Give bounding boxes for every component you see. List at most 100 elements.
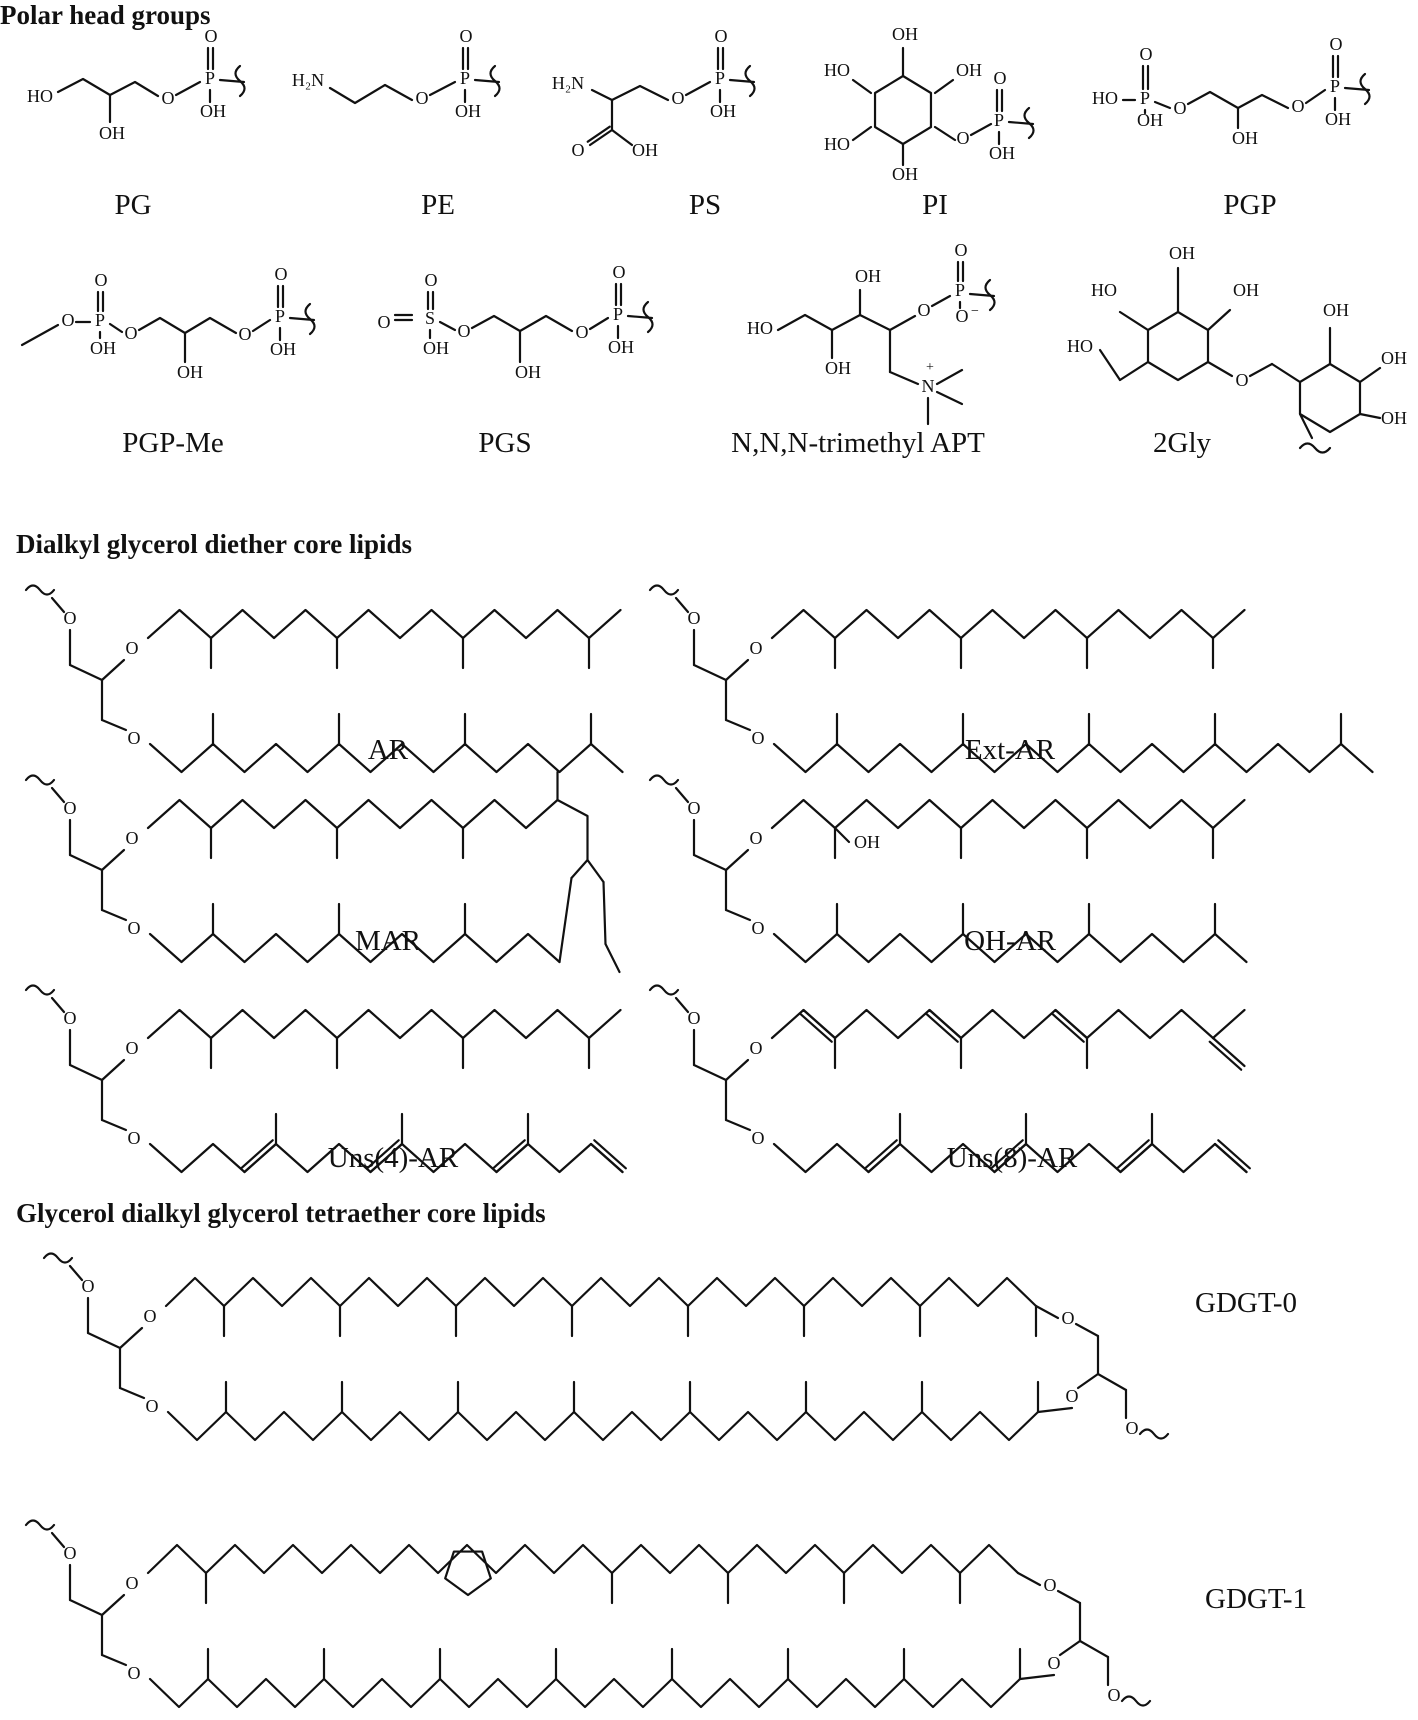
- oxygen-atom: O: [125, 323, 138, 343]
- bond: [1096, 1372, 1128, 1392]
- oxygen-atom: O: [64, 1008, 77, 1028]
- label-mar: MAR: [355, 925, 422, 957]
- bond: [724, 1118, 752, 1132]
- double-bond: [1051, 1012, 1085, 1043]
- bond: [776, 313, 892, 332]
- bond: [100, 718, 128, 732]
- label-gdgt-1: GDGT-1: [1205, 1583, 1307, 1615]
- oxygen-atom: O: [1330, 34, 1343, 54]
- oxygen-atom: O: [128, 728, 141, 748]
- bond: [1058, 1639, 1082, 1657]
- label-ext-ar: Ext-AR: [965, 734, 1056, 766]
- oxygen-atom: O: [1236, 370, 1249, 390]
- bond: [1358, 366, 1382, 384]
- lipid-ext-ar-structure: OOO: [648, 584, 1374, 774]
- alkyl-chain: [770, 798, 1215, 830]
- oxygen-atom: O: [613, 262, 626, 282]
- double-bond: [593, 1139, 627, 1170]
- bond: [68, 853, 104, 872]
- bond: [68, 1063, 104, 1082]
- label-n-n-n-trimethyl-apt: N,N,N-trimethyl APT: [731, 427, 985, 459]
- bond: [20, 323, 60, 347]
- oxygen-atom: O: [956, 306, 969, 326]
- terminal-branch: [589, 742, 624, 774]
- double-bond: [993, 1142, 1028, 1174]
- oxygen-atom: O: [62, 310, 75, 330]
- oxygen-atom: O: [425, 270, 438, 290]
- phosphorus-atom: P: [1330, 76, 1340, 96]
- oxygen-atom: O: [750, 1038, 763, 1058]
- double-bond: [495, 1142, 530, 1174]
- bond: [674, 996, 690, 1014]
- bond: [888, 370, 920, 386]
- oxygen-atom: O: [162, 88, 175, 108]
- bond: [969, 122, 993, 137]
- lipid-ar-structure: O O O: [24, 584, 624, 774]
- oxygen-atom: O: [750, 828, 763, 848]
- hydroxyl-group: OH: [1381, 408, 1407, 428]
- label-uns4-ar: Uns(4)-AR: [328, 1142, 459, 1174]
- double-bond: [1116, 1139, 1150, 1170]
- bond: [428, 80, 457, 97]
- alkyl-chain: [148, 742, 593, 774]
- oxygen-atom: O: [146, 1396, 159, 1416]
- terminal-branch: [604, 942, 621, 974]
- wavy-bond: [304, 302, 316, 336]
- bond: [137, 316, 238, 335]
- hydroxyl-group: HO: [824, 60, 850, 80]
- section-title-polar-head-groups: Polar head groups: [0, 0, 211, 30]
- double-bond: [1208, 1040, 1243, 1071]
- phosphorus-atom: P: [613, 304, 623, 324]
- hydroxyl-group: OH: [99, 123, 125, 143]
- hydroxyl-group: OH: [515, 362, 541, 382]
- bond: [50, 596, 66, 614]
- double-bond: [589, 1142, 624, 1174]
- hydroxyl-group: OH: [710, 101, 736, 121]
- hydroxyl-group: OH: [177, 362, 203, 382]
- bond: [68, 1264, 84, 1282]
- bond: [724, 908, 752, 922]
- bond: [1036, 1406, 1074, 1414]
- hydroxyl-group: OH: [1381, 348, 1407, 368]
- bond: [1118, 360, 1150, 382]
- alkyl-chain: [146, 1008, 591, 1040]
- bond: [108, 322, 124, 334]
- phosphorus-atom: P: [955, 280, 965, 300]
- sulfur-atom: S: [425, 308, 435, 328]
- label-2gly: 2Gly: [1153, 427, 1212, 459]
- bond: [610, 128, 634, 147]
- hydroxyl-group: OH: [270, 339, 296, 359]
- bond: [933, 78, 955, 95]
- oxygen-atom: O: [1126, 1418, 1139, 1438]
- wavy-bond: [642, 300, 654, 334]
- wavy-bond: [42, 1252, 74, 1264]
- alkyl-chain: [770, 608, 1215, 640]
- bond: [100, 658, 126, 682]
- hydroxyl-group: OH: [892, 24, 918, 44]
- oxygen-atom: O: [64, 608, 77, 628]
- bond: [1098, 348, 1122, 382]
- oxygen-atom: O: [957, 128, 970, 148]
- amino-group: H₂N: [292, 70, 324, 90]
- label-pi: PI: [922, 189, 948, 221]
- bond: [328, 83, 414, 105]
- alkyl-chain: [770, 1008, 1215, 1040]
- bond: [1248, 362, 1274, 378]
- oxygen-atom: O: [126, 638, 139, 658]
- bond: [118, 1386, 146, 1400]
- oxygen-atom: O: [458, 321, 471, 341]
- bond: [100, 1593, 126, 1617]
- bond: [1016, 1571, 1042, 1587]
- bond: [1018, 1673, 1056, 1681]
- phosphorus-atom: P: [275, 306, 285, 326]
- double-bond: [1217, 1139, 1251, 1170]
- label-pg: PG: [114, 189, 151, 221]
- nitrogen-atom: N: [922, 376, 935, 396]
- hydroxyl-group: HO: [747, 318, 773, 338]
- hydroxyl-group: OH: [956, 60, 982, 80]
